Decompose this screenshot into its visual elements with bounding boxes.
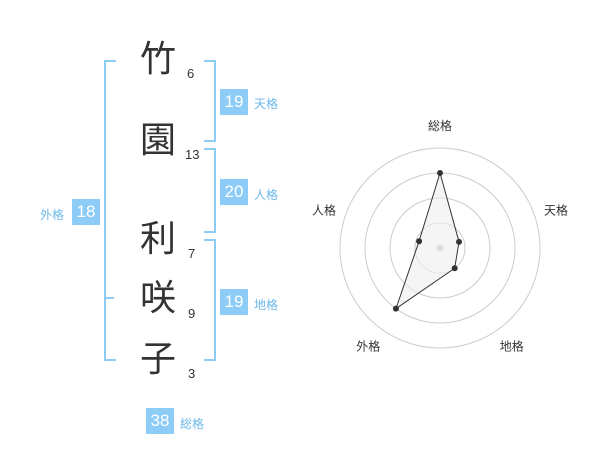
soukaku-label: 総格: [180, 417, 205, 431]
tenkaku-bracket: [204, 60, 216, 142]
stroke-count-5: 3: [188, 366, 196, 381]
jinkaku-badge: 20: [220, 179, 248, 205]
stroke-count-2: 13: [185, 147, 200, 162]
radar-point-1: [437, 170, 443, 176]
name-char-4: 咲: [140, 278, 177, 319]
gaikaku-bracket-mid-tick: [104, 297, 114, 299]
jinkaku-bracket: [204, 148, 216, 233]
gaikaku-bracket: [104, 60, 116, 361]
name-char-2: 園: [140, 120, 177, 161]
radar-series-polygon: [394, 171, 460, 310]
radar-point-5: [416, 238, 423, 245]
jinkaku-label: 人格: [254, 188, 279, 202]
radar-point-2: [456, 238, 463, 245]
tenkaku-label: 天格: [254, 97, 279, 111]
name-char-1: 竹: [140, 39, 177, 80]
gaikaku-badge: 18: [72, 199, 100, 225]
chikaku-bracket: [204, 239, 216, 361]
chikaku-label: 地格: [254, 298, 279, 312]
stroke-count-4: 9: [188, 306, 196, 321]
gaikaku-label: 外格: [40, 208, 65, 222]
radar-grid-ring-4: [339, 147, 541, 349]
stroke-count-1: 6: [187, 66, 195, 81]
name-char-3: 利: [140, 219, 177, 260]
radar-axis-label-5: 人格: [312, 202, 336, 217]
tenkaku-badge: 19: [220, 89, 248, 115]
radar-axis-label-2: 天格: [544, 202, 568, 217]
soukaku-badge: 38: [146, 408, 174, 434]
chikaku-badge: 19: [220, 289, 248, 315]
radar-center-dot: [436, 244, 444, 252]
radar-point-3: [451, 265, 458, 272]
radar-axis-label-3: 地格: [500, 339, 524, 354]
radar-axis-label-1: 総格: [428, 118, 452, 133]
name-char-5: 子: [140, 339, 177, 380]
radar-point-4: [392, 305, 399, 312]
radar-axis-label-4: 外格: [356, 339, 380, 354]
stroke-count-3: 7: [188, 246, 196, 261]
